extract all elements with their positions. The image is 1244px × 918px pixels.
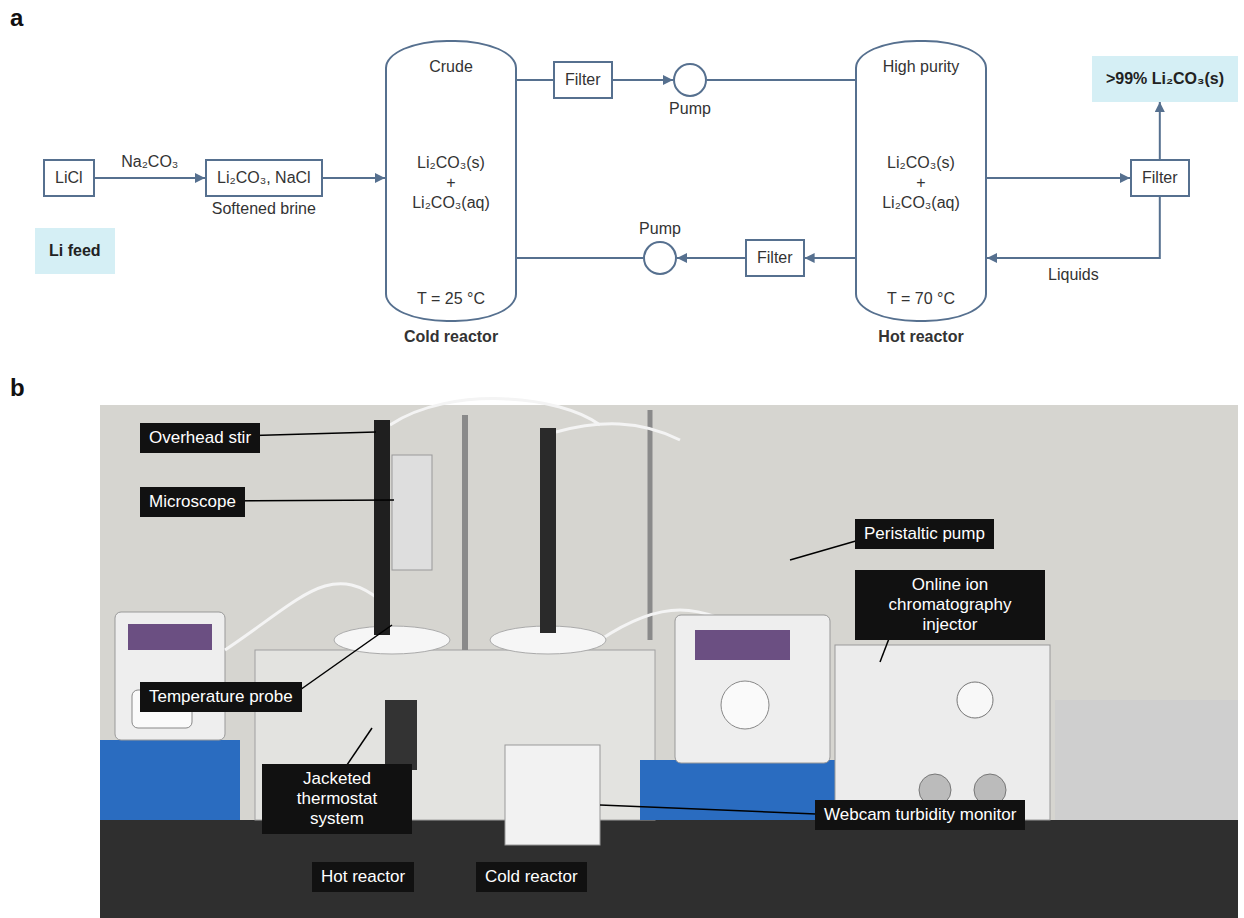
callout-box: Hot reactor xyxy=(312,862,414,892)
flow-arrow xyxy=(323,177,385,179)
node-text: LiCl xyxy=(55,161,83,195)
flow-arrow xyxy=(517,79,553,81)
node-text: Li₂CO₃(s) + Li₂CO₃(aq) xyxy=(882,153,960,213)
callout-box: Peristaltic pump xyxy=(855,519,994,549)
node-text: Hot reactor xyxy=(878,328,963,346)
injector-body xyxy=(835,645,1050,820)
edge-label: Liquids xyxy=(1046,266,1101,284)
node-text: Filter xyxy=(757,241,793,275)
injector-valve xyxy=(957,682,993,718)
flow-arrow xyxy=(95,177,205,179)
node-text: Online ion chromatography injector xyxy=(864,575,1036,635)
thermostat-window xyxy=(385,700,417,770)
node-text: Crude xyxy=(429,58,473,76)
callout-box: Overhead stir xyxy=(140,423,260,453)
leader-line xyxy=(600,805,840,815)
filter-box: Filter xyxy=(745,239,805,277)
callout-box: Webcam turbidity monitor xyxy=(815,800,1025,830)
panel-letter: a xyxy=(10,4,23,32)
node-text: Cold reactor xyxy=(404,328,498,346)
callout-box: Cold reactor xyxy=(476,862,587,892)
callout-box: Online ion chromatography injector xyxy=(855,570,1045,640)
tubing xyxy=(390,399,600,425)
pump-body xyxy=(675,615,830,763)
reactor-lid xyxy=(334,626,450,654)
node-text: Li feed xyxy=(49,228,101,274)
process-box: Li₂CO₃, NaClSoftened brine xyxy=(205,159,323,197)
flow-arrow xyxy=(613,79,673,81)
node-text: Jacketed thermostat system xyxy=(271,769,403,829)
overhead-stirrer xyxy=(374,420,390,635)
photo-background xyxy=(100,405,1238,918)
callout-box: Microscope xyxy=(140,487,245,517)
node-text: High purity xyxy=(883,58,959,76)
node-text: Hot reactor xyxy=(321,867,405,887)
node-text: Temperature probe xyxy=(149,687,293,707)
flow-arrow xyxy=(805,257,855,259)
panel-letter: b xyxy=(10,374,25,402)
node-text: Li₂CO₃, NaCl xyxy=(217,161,311,195)
node-text: Filter xyxy=(1142,161,1178,195)
leader-line xyxy=(290,625,392,697)
node-text: Microscope xyxy=(149,492,236,512)
stand-rod xyxy=(462,415,468,650)
reactor-tank: CrudeLi₂CO₃(s) + Li₂CO₃(aq)T = 25 °CCold… xyxy=(385,40,517,322)
overhead-stirrer xyxy=(540,428,556,633)
pump-circle: Pump xyxy=(643,241,677,275)
node-text: >99% Li₂CO₃(s) xyxy=(1106,56,1224,102)
edge-label: Na₂CO₃ xyxy=(119,153,180,171)
filter-box: Filter xyxy=(1130,159,1190,197)
filter-box: Filter xyxy=(553,61,613,99)
node-text: Filter xyxy=(565,63,601,97)
pump-display xyxy=(128,624,212,650)
callout-box: Jacketed thermostat system xyxy=(262,764,412,834)
node-text: Peristaltic pump xyxy=(864,524,985,544)
node-text: Pump xyxy=(639,220,681,238)
pump-display xyxy=(695,630,790,660)
node-text: Li₂CO₃(s) + Li₂CO₃(aq) xyxy=(412,153,490,213)
instrument xyxy=(1055,700,1238,820)
callout-box: Temperature probe xyxy=(140,682,302,712)
node-text: Cold reactor xyxy=(485,867,578,887)
microscope-probe xyxy=(392,455,432,570)
flow-arrow xyxy=(677,257,745,259)
feed-box: LiCl xyxy=(43,159,95,197)
flow-arrow xyxy=(517,257,643,259)
node-text: Overhead stir xyxy=(149,428,251,448)
blue-tray xyxy=(100,740,240,820)
feed-tag: Li feed xyxy=(35,228,115,274)
flow-arrow xyxy=(1159,102,1161,159)
stand-rod xyxy=(648,410,653,640)
node-text: Pump xyxy=(669,100,711,118)
flow-arrow xyxy=(987,197,1160,258)
pump-body xyxy=(115,612,225,740)
pump-head xyxy=(721,681,769,729)
flow-arrow xyxy=(707,79,855,81)
flow-arrow xyxy=(987,177,1130,179)
tubing xyxy=(556,424,680,440)
node-text: T = 25 °C xyxy=(417,290,485,308)
node-text: Softened brine xyxy=(212,200,316,218)
node-text: T = 70 °C xyxy=(887,290,955,308)
pump-circle: Pump xyxy=(673,63,707,97)
product-box: >99% Li₂CO₃(s) xyxy=(1092,56,1238,102)
reactor-tank: High purityLi₂CO₃(s) + Li₂CO₃(aq) T = 70 … xyxy=(855,40,987,322)
webcam-box xyxy=(505,745,600,845)
node-text: Webcam turbidity monitor xyxy=(824,805,1016,825)
lab-bench xyxy=(100,820,1238,918)
